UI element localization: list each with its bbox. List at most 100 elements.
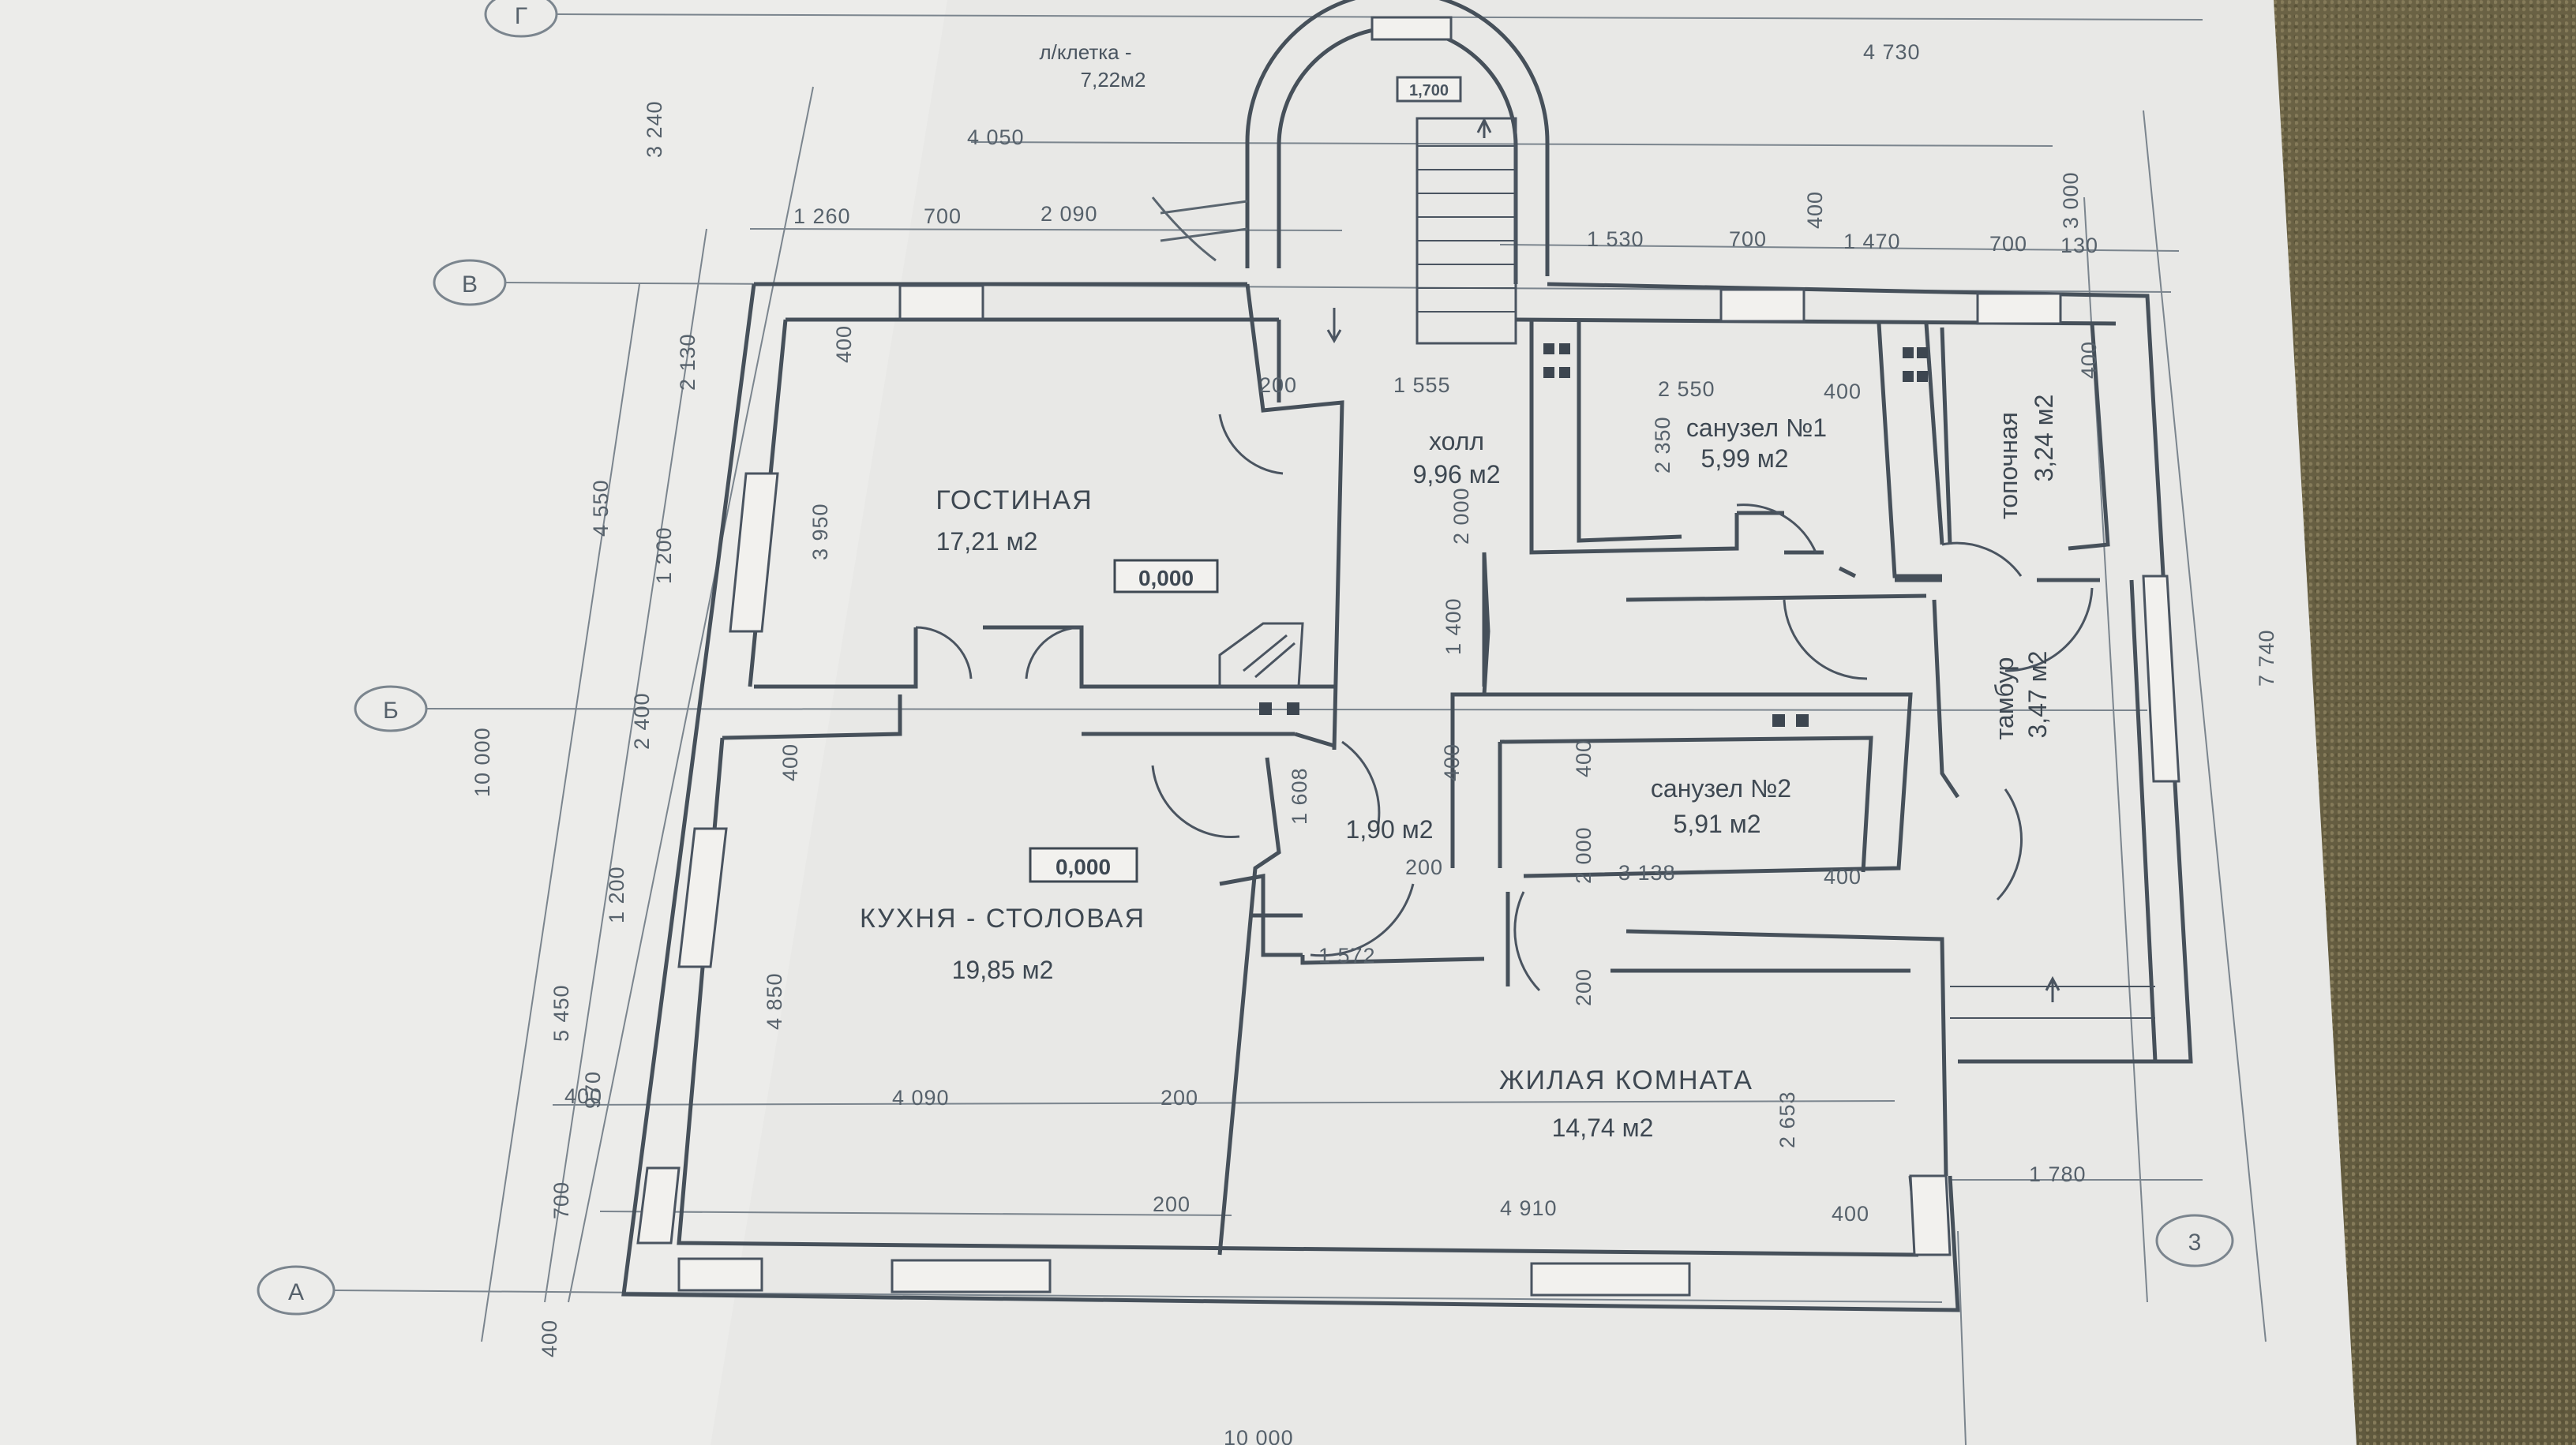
svg-text:Б: Б: [383, 698, 399, 724]
bath1-area: 5,99 м2: [1701, 444, 1789, 473]
window-kitchen-bottom-b: [891, 1259, 1052, 1293]
svg-text:1 400: 1 400: [1442, 597, 1465, 655]
kitchen-area: 19,85 м2: [952, 956, 1054, 984]
stair-name: л/клетка -: [1039, 40, 1131, 64]
window-furnace-top: [1976, 292, 2062, 325]
svg-text:4 050: 4 050: [967, 125, 1025, 149]
door-small-bedroom: [1310, 883, 1415, 957]
stair-bay: 1,700: [1151, 0, 1550, 345]
bath2-area: 5,91 м2: [1674, 810, 1761, 838]
small-area: 1,90 м2: [1346, 815, 1434, 844]
windows: [636, 284, 2180, 1297]
svg-text:200: 200: [1572, 968, 1595, 1006]
svg-text:2 400: 2 400: [630, 692, 654, 750]
svg-text:400: 400: [1832, 1202, 1869, 1226]
kitchen-name: КУХНЯ - СТОЛОВАЯ: [860, 904, 1146, 934]
interior-walls: [722, 283, 2158, 1256]
axis-marker-3: 3: [2155, 1214, 2234, 1267]
svg-text:2 130: 2 130: [676, 333, 699, 391]
door-vestibule: [2004, 587, 2094, 672]
svg-text:А: А: [288, 1279, 304, 1305]
level-marker-living: 0,000: [1113, 559, 1219, 593]
svg-text:0,000: 0,000: [1056, 855, 1111, 879]
door-living-kitchen-b: [1025, 626, 1082, 679]
svg-text:1 200: 1 200: [605, 866, 628, 923]
svg-text:10 000: 10 000: [1224, 1426, 1294, 1445]
door-hall-small: [1341, 740, 1381, 829]
svg-text:1 780: 1 780: [2029, 1162, 2087, 1186]
svg-text:700: 700: [1989, 232, 2027, 256]
svg-text:700: 700: [1729, 227, 1767, 251]
hall-area: 9,96 м2: [1413, 460, 1501, 489]
bedroom-area: 14,74 м2: [1552, 1114, 1654, 1142]
svg-text:1 530: 1 530: [1587, 227, 1644, 251]
window-bedroom-bottom: [1530, 1262, 1691, 1297]
svg-text:970: 970: [581, 1071, 605, 1109]
svg-text:2 000: 2 000: [1572, 826, 1595, 884]
svg-text:2 350: 2 350: [1651, 416, 1674, 474]
door-kitchen-small: [1151, 765, 1240, 839]
svg-text:1 555: 1 555: [1393, 373, 1451, 397]
svg-text:В: В: [462, 271, 478, 298]
svg-text:2 653: 2 653: [1775, 1091, 1799, 1148]
door-vestibule-hall: [1783, 599, 1868, 680]
svg-text:400: 400: [1803, 191, 1827, 229]
svg-text:400: 400: [1440, 743, 1464, 781]
svg-text:200: 200: [1161, 1086, 1198, 1110]
svg-text:4 730: 4 730: [1863, 40, 1921, 64]
svg-text:1 608: 1 608: [1288, 767, 1311, 825]
window-kitchen-left: [677, 827, 728, 968]
stair-top-window: [1370, 16, 1453, 41]
svg-text:130: 130: [2060, 234, 2098, 257]
fireplace-symbol: [1218, 622, 1304, 688]
door-living-kitchen-a: [915, 626, 973, 679]
svg-text:1 200: 1 200: [652, 526, 676, 584]
doors: [915, 414, 2155, 1019]
svg-text:4 850: 4 850: [763, 972, 786, 1030]
svg-text:400: 400: [1572, 739, 1595, 777]
stair-area: 7,22м2: [1081, 68, 1146, 92]
stair-steps: [1415, 117, 1517, 345]
door-bath2: [1513, 891, 1541, 992]
living-name: ГОСТИНАЯ: [936, 485, 1093, 515]
svg-text:1,700: 1,700: [1409, 82, 1449, 99]
svg-text:2 000: 2 000: [1449, 487, 1473, 545]
vent-blocks: [1259, 343, 1928, 727]
svg-text:200: 200: [1405, 855, 1443, 879]
bath2-name: санузел №2: [1651, 774, 1791, 803]
door-furnace: [1941, 541, 2023, 577]
svg-text:400: 400: [564, 1084, 602, 1108]
window-kitchen-left-low: [636, 1166, 681, 1245]
svg-text:3 950: 3 950: [808, 503, 832, 560]
svg-text:7 740: 7 740: [2255, 629, 2278, 687]
vestibule-area: 3,47 м2: [2023, 651, 2052, 739]
stair-treads: [1417, 145, 1516, 313]
svg-text:700: 700: [924, 204, 962, 228]
svg-text:4 550: 4 550: [589, 479, 613, 537]
bath1-name: санузел №1: [1686, 414, 1827, 442]
vestibule-name: тамбур: [1990, 657, 2019, 740]
window-hall-top: [1719, 288, 1805, 323]
svg-text:400: 400: [1824, 380, 1862, 403]
svg-text:400: 400: [2077, 341, 2101, 379]
svg-text:1 470: 1 470: [1843, 230, 1901, 253]
svg-text:4 090: 4 090: [892, 1086, 950, 1110]
svg-text:1 572: 1 572: [1318, 944, 1376, 968]
window-kitchen-bottom-a: [677, 1257, 763, 1292]
door-entrance: [1996, 788, 2023, 901]
svg-text:0,000: 0,000: [1138, 566, 1194, 590]
svg-text:400: 400: [778, 743, 802, 781]
window-living-top: [898, 284, 984, 320]
window-bedroom-right: [1909, 1174, 1952, 1256]
stair-level-box: [1396, 76, 1462, 103]
svg-text:3 240: 3 240: [643, 100, 666, 158]
window-vestibule-right: [2142, 575, 2180, 783]
svg-text:10 000: 10 000: [471, 727, 494, 797]
svg-text:3 000: 3 000: [2059, 171, 2083, 229]
door-bath1: [1736, 504, 1817, 553]
window-living-left: [729, 472, 779, 633]
svg-text:2 090: 2 090: [1041, 202, 1098, 226]
svg-text:400: 400: [832, 325, 856, 363]
svg-text:5 450: 5 450: [549, 984, 573, 1042]
